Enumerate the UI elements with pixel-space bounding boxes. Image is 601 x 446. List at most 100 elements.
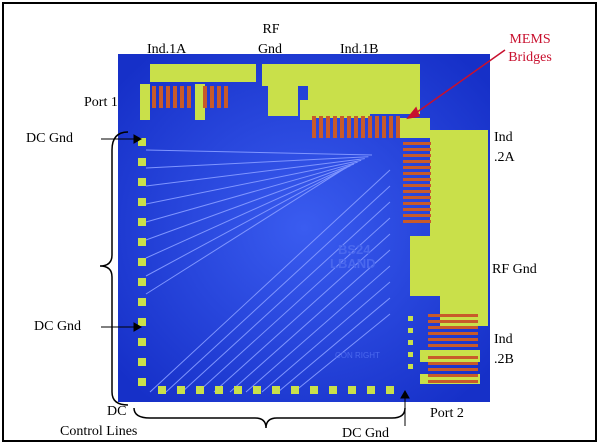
- bridge-stripe: [159, 86, 163, 108]
- mems-bridges: [152, 86, 478, 383]
- bridge-stripe: [210, 86, 214, 108]
- control-line: [145, 159, 362, 205]
- label-control-lines: Control Lines: [60, 424, 138, 439]
- bottom-pad: [348, 386, 356, 394]
- bridge-stripe: [428, 362, 478, 365]
- control-line: [145, 163, 355, 241]
- bridge-stripe: [403, 166, 431, 169]
- control-line: [145, 168, 344, 295]
- bridge-stripe: [403, 202, 431, 205]
- bottom-pad: [329, 386, 337, 394]
- bridge-stripe: [428, 380, 478, 383]
- left-pad: [138, 378, 146, 386]
- bottom-pad: [253, 386, 261, 394]
- bridge-stripe: [224, 86, 228, 108]
- annotation-arrows: [101, 134, 410, 426]
- control-line: [149, 169, 391, 393]
- right-pad: [408, 364, 413, 369]
- control-line: [261, 281, 391, 393]
- right-pad: [408, 340, 413, 345]
- bridge-stripe: [428, 368, 478, 371]
- bridge-stripe: [166, 86, 170, 108]
- left-pad: [138, 218, 146, 226]
- right-pad: [408, 328, 413, 333]
- bridge-stripe: [173, 86, 177, 108]
- control-line: [145, 158, 365, 187]
- figure-frame: [2, 2, 597, 442]
- bridge-stripe: [428, 320, 478, 323]
- label-ind-2b-2: .2B: [494, 352, 514, 367]
- metal-block: [308, 64, 418, 74]
- bridge-stripe: [403, 154, 431, 157]
- metal-block: [262, 64, 308, 86]
- bottom-pad: [215, 386, 223, 394]
- label-rf-gnd-top-1: RF: [262, 22, 280, 37]
- label-mems-2: Bridges: [508, 50, 552, 65]
- left-pad: [138, 338, 146, 346]
- bridge-stripe: [347, 116, 351, 138]
- label-dc: DC: [107, 404, 127, 419]
- label-ind-2a-2: .2A: [494, 150, 515, 165]
- metal-block: [370, 64, 420, 114]
- bottom-pad: [386, 386, 394, 394]
- bridge-stripe: [389, 116, 393, 138]
- bridge-stripe: [217, 86, 221, 108]
- bridge-stripe: [180, 86, 184, 108]
- left-pad: [138, 358, 146, 366]
- control-line: [213, 233, 391, 393]
- bridge-stripe: [403, 190, 431, 193]
- dc-pads: [138, 138, 413, 394]
- bridge-stripe: [403, 172, 431, 175]
- dc-control-lines: [145, 149, 391, 393]
- label-ind-2b-1: Ind: [494, 332, 513, 347]
- label-port-2: Port 2: [430, 406, 464, 421]
- control-line: [197, 217, 391, 393]
- metal-block: [410, 236, 488, 296]
- bridge-stripe: [368, 116, 372, 138]
- bridge-stripe: [403, 214, 431, 217]
- label-ind-2a-1: Ind: [494, 130, 513, 145]
- left-brace: [99, 131, 129, 406]
- label-dc-gnd-bottom: DC Gnd: [342, 426, 390, 441]
- control-line: [145, 167, 348, 277]
- bridge-stripe: [403, 196, 431, 199]
- bridge-stripe: [375, 116, 379, 138]
- left-pad: [138, 238, 146, 246]
- control-line: [145, 156, 369, 169]
- bridge-stripe: [382, 116, 386, 138]
- label-ind-1b: Ind.1B: [340, 42, 379, 57]
- left-pad: [138, 318, 146, 326]
- bridge-stripe: [403, 142, 431, 145]
- control-line: [145, 165, 351, 259]
- bridge-stripe: [403, 148, 431, 151]
- metal-block: [268, 86, 298, 116]
- bridge-stripe: [403, 160, 431, 163]
- metal-block: [420, 374, 480, 384]
- bottom-pad: [291, 386, 299, 394]
- bottom-pad: [196, 386, 204, 394]
- metal-block: [140, 84, 150, 120]
- chip-marking-3: CON RIGHT: [335, 351, 380, 360]
- metal-block: [400, 118, 430, 138]
- control-line: [277, 297, 391, 393]
- bottom-brace: [133, 407, 406, 429]
- bridge-stripe: [428, 344, 478, 347]
- metal-block: [430, 130, 488, 236]
- bridge-stripe: [428, 374, 478, 377]
- bridge-stripe: [333, 116, 337, 138]
- left-pad: [138, 198, 146, 206]
- metal-traces: [140, 64, 488, 384]
- bridge-stripe: [403, 220, 431, 223]
- bridge-stripe: [396, 116, 400, 138]
- label-port-1: Port 1: [84, 95, 118, 110]
- left-pad: [138, 258, 146, 266]
- bridge-stripe: [319, 116, 323, 138]
- metal-block: [308, 74, 370, 118]
- bridge-stripe: [203, 86, 207, 108]
- bridge-stripe: [326, 116, 330, 138]
- bridge-stripe: [354, 116, 358, 138]
- bridge-stripe: [428, 314, 478, 317]
- bridge-stripe: [340, 116, 344, 138]
- bottom-pad: [310, 386, 318, 394]
